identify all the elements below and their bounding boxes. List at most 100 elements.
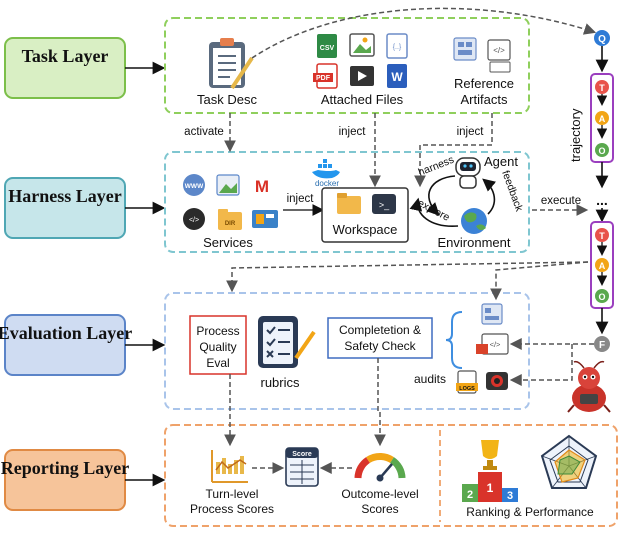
task-layer-box (164, 17, 530, 114)
dashboard-icon (252, 210, 278, 228)
ui-artifact-icon (481, 303, 503, 325)
trajectory-to-process-arrow (226, 261, 589, 293)
services-label: Services (203, 235, 253, 250)
gmail-icon (249, 176, 275, 194)
evaluation-layer-box (164, 292, 530, 410)
explore-cycle-arrow (409, 197, 459, 227)
inject-files-label: inject (339, 126, 367, 138)
pdf-badge: PDF (316, 75, 331, 82)
attached-files-label: Attached Files (321, 92, 404, 107)
reference-artifacts-icons: </> (453, 37, 511, 73)
score-card-icon: Score (285, 447, 319, 487)
check-label-line2: Safety Check (344, 339, 416, 353)
harness-layer-label: Harness Layer (4, 177, 126, 239)
turn-label-line2: Process Scores (190, 502, 274, 516)
docker-label: docker (315, 179, 339, 188)
podium-second: 2 (467, 489, 473, 501)
score-badge: Score (292, 451, 312, 458)
turn-label-line1: Turn-level (206, 487, 259, 501)
final-node-label: F (599, 340, 605, 351)
word-file-icon (387, 64, 407, 88)
feedback-cycle-arrow (482, 178, 497, 215)
check-to-outcome-arrow (374, 358, 386, 447)
task-clipboard-icon (209, 38, 254, 90)
action-node-top (595, 111, 609, 125)
svg-text:O: O (598, 146, 605, 156)
check-label-line1: Completetion & (339, 323, 421, 337)
svg-text:</>: </> (493, 46, 505, 55)
reference-label-line1: Reference (454, 76, 514, 91)
workspace-label: Workspace (333, 222, 398, 237)
completion-safety-check-box (327, 317, 433, 359)
outcome-label-line1: Outcome-level (341, 487, 418, 501)
dir-badge: DIR (225, 221, 236, 227)
evaluation-layer-title: Evaluation Layer (0, 323, 132, 343)
inject-refs-label: inject (457, 126, 485, 138)
svg-text:</>: </> (189, 217, 199, 224)
web-globe-icon (183, 174, 205, 196)
harness-layer-box (164, 151, 530, 253)
podium-third: 3 (507, 490, 513, 502)
harness-layer-title: Harness Layer (8, 186, 121, 206)
agent-label: Agent (484, 154, 518, 169)
feedback-cycle-label: feedback (499, 169, 525, 214)
trajectory-to-artifacts-arrow (490, 261, 589, 301)
trophy-podium-icon: 2 1 3 (462, 440, 518, 502)
logs-badge: LOGS (459, 386, 475, 392)
inject-refs-arrow (414, 113, 493, 188)
radar-chart-icon (540, 434, 598, 489)
thought-node-bottom (595, 228, 609, 242)
csv-badge: CSV (320, 45, 335, 52)
trajectory-label: trajectory (568, 108, 583, 162)
svg-text:{..}: {..} (393, 44, 402, 51)
task-to-query-arrow (251, 7, 597, 59)
reporting-layer-title: Reporting Layer (1, 458, 129, 478)
terminal-icon: >_ (372, 194, 396, 214)
inject-services-label: inject (287, 193, 315, 205)
outcome-label-line2: Scores (361, 502, 398, 516)
docker-icon (312, 159, 340, 179)
gmail-badge: M (255, 177, 269, 196)
evaluation-layer-label: Evaluation Layer (0, 314, 132, 376)
turn-level-chart-icon (211, 450, 248, 483)
process-label-line3: Eval (206, 356, 229, 370)
trajectory-column: Q T A O ... T A O F (590, 30, 614, 352)
process-label-line1: Process (196, 324, 239, 338)
svg-text:O: O (598, 292, 605, 302)
svg-text:>_: >_ (379, 200, 390, 210)
ranking-performance-label: Ranking & Performance (466, 505, 594, 519)
svg-text:</>: </> (490, 340, 501, 349)
reporting-layer-label: Reporting Layer (1, 449, 129, 511)
earth-globe-icon (461, 208, 487, 234)
environment-label: Environment (438, 235, 511, 250)
final-to-logs-arrow (509, 344, 573, 386)
explore-cycle-label: explore (416, 197, 452, 224)
svg-text:A: A (599, 114, 606, 124)
action-node-bottom (595, 258, 609, 272)
csv-file-icon (317, 34, 337, 58)
artifact-brace (445, 311, 463, 369)
reference-label-line2: Artifacts (461, 92, 508, 107)
www-badge: WWW (185, 183, 204, 190)
observation-node-top (595, 143, 609, 157)
rubrics-label: rubrics (260, 375, 300, 390)
ant-mascot-icon (567, 360, 611, 413)
harness-cycle-arrow (426, 175, 456, 216)
activate-label: activate (184, 126, 224, 138)
process-label-line2: Quality (199, 340, 236, 354)
task-layer-label: Task Layer (4, 37, 126, 99)
folder-icon-workspace (337, 193, 361, 214)
svg-text:T: T (599, 231, 605, 241)
observation-node-bottom (595, 289, 609, 303)
artifact-icons-eval: </> LOGS (456, 303, 509, 394)
gauge-icon (354, 453, 406, 482)
code-file-icon (386, 33, 408, 59)
harness-cycle-label: harness (417, 154, 456, 179)
task-layer-title: Task Layer (22, 46, 109, 66)
final-node (594, 336, 610, 352)
code-service-icon (183, 208, 205, 230)
svg-text:A: A (599, 261, 606, 271)
trajectory-ellipsis: ... (596, 192, 608, 208)
query-node (594, 30, 610, 46)
service-icons: WWW M </> DIR (183, 174, 278, 230)
